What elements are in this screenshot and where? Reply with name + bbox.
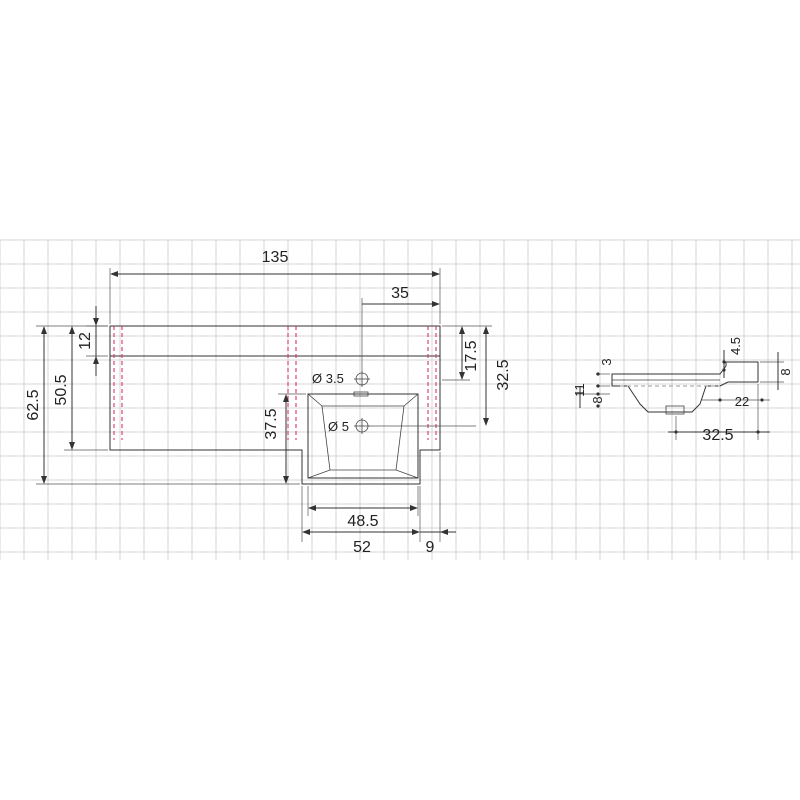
basin-edge — [307, 393, 323, 407]
basin-outer — [307, 393, 419, 479]
arrow — [41, 326, 47, 334]
side-thickness-top: 3 — [599, 358, 614, 365]
dim-dot — [760, 398, 764, 402]
arrow — [459, 326, 465, 334]
dim-depth-right-upper: 17.5 — [463, 340, 480, 371]
overflow-slot — [353, 391, 369, 397]
arrow — [440, 529, 448, 535]
basin — [307, 391, 419, 479]
dim-dot — [674, 430, 678, 434]
arrow — [283, 476, 289, 484]
dim-dot — [722, 368, 726, 372]
side-view: 3 11 8 4.5 8 22 32.5 — [572, 337, 793, 444]
arrow — [459, 372, 465, 380]
dim-width-right: 35 — [391, 285, 409, 302]
side-basin-span: 32.5 — [702, 427, 733, 444]
arrow — [432, 271, 440, 277]
side-thickness-low: 8 — [590, 396, 605, 403]
dim-dot — [596, 372, 600, 376]
dim-depth-total: 62.5 — [25, 389, 42, 420]
basin-bowl — [321, 405, 405, 471]
dim-dot — [596, 404, 600, 408]
side-lip-height: 4.5 — [728, 337, 743, 355]
dim-dot — [718, 398, 722, 402]
arrow — [69, 326, 75, 334]
arrow — [93, 318, 99, 326]
side-lip-side: 8 — [778, 368, 793, 375]
basin-edge — [403, 393, 419, 407]
dim-dot — [596, 392, 600, 396]
side-thickness-mid: 11 — [572, 383, 587, 397]
side-basin-depth: 22 — [735, 394, 749, 409]
background-grid — [0, 239, 800, 560]
drain-stub — [665, 405, 685, 415]
basin-edge — [307, 469, 331, 479]
arrow — [432, 301, 440, 307]
arrow — [308, 505, 316, 511]
arrow — [69, 442, 75, 450]
dim-depth-basin-offset: 37.5 — [263, 408, 280, 439]
dim-basin-inner-width: 48.5 — [347, 513, 378, 530]
arrow — [483, 326, 489, 334]
countertop-outline — [109, 325, 441, 485]
basin-edge — [395, 469, 419, 479]
arrow — [283, 394, 289, 402]
drain-hole — [354, 418, 370, 434]
dim-basin-edge: 9 — [426, 539, 435, 556]
dim-width-total: 135 — [262, 249, 289, 266]
arrow — [41, 476, 47, 484]
dim-dot — [756, 430, 760, 434]
dim-dot — [722, 360, 726, 364]
arrow — [412, 529, 420, 535]
dim-depth-top-band: 12 — [77, 332, 94, 350]
dim-depth-right: 32.5 — [495, 359, 512, 390]
hole-small-label: Ø 3.5 — [312, 371, 344, 386]
arrow — [93, 356, 99, 364]
arrow — [410, 505, 418, 511]
hole-drain-label: Ø 5 — [328, 419, 349, 434]
arrow — [302, 529, 310, 535]
dim-basin-width: 52 — [353, 539, 371, 556]
dim-dot — [596, 384, 600, 388]
dim-depth-inner: 50.5 — [53, 374, 70, 405]
tap-hole — [354, 371, 370, 387]
arrow — [483, 418, 489, 426]
arrow — [110, 271, 118, 277]
plan-view: Ø 3.5 Ø 5 135 35 12 62.5 50.5 — [25, 249, 512, 556]
